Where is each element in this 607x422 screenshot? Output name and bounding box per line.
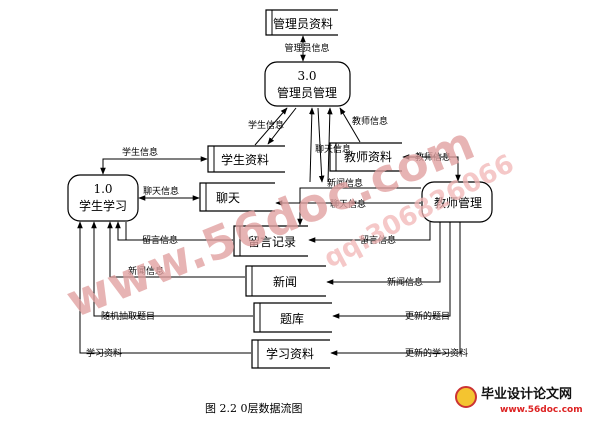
flow-study-data-left bbox=[77, 221, 251, 354]
flow-news-info-left bbox=[107, 221, 245, 278]
site-logo: 毕业设计论文网 www.56doc.com bbox=[455, 386, 583, 415]
label-teacher-info-right: 教师信息 bbox=[415, 151, 451, 163]
process-student-label: 学生学习 bbox=[79, 198, 127, 213]
label-guestbook-info-left: 留言信息 bbox=[142, 234, 178, 246]
store-news-label: 新闻 bbox=[273, 274, 297, 289]
store-teacher-data: 教师资料 bbox=[329, 142, 402, 172]
flow-lines bbox=[77, 35, 461, 356]
label-student-info-top: 学生信息 bbox=[248, 119, 284, 131]
flow-teacher-to-admin bbox=[339, 107, 361, 143]
label-news-info-right: 新闻信息 bbox=[387, 276, 423, 288]
store-question-bank-label: 题库 bbox=[280, 311, 304, 326]
process-teacher-management: 教师管理 bbox=[421, 181, 493, 223]
flow-student-to-admin bbox=[254, 107, 288, 146]
label-news-info-mid: 新闻信息 bbox=[327, 177, 363, 189]
process-admin-management: 3.0 管理员管理 bbox=[264, 61, 351, 107]
flow-updated-question bbox=[332, 222, 451, 319]
flow-labels: 管理员信息 学生信息 教师信息 聊天信息 学生信息 教师信息 聊天信息 新闻信息… bbox=[86, 42, 468, 359]
store-study-data: 学习资料 bbox=[251, 339, 330, 369]
figure-caption: 图 2.2 0层数据流图 bbox=[205, 401, 303, 415]
label-chat-info-left: 聊天信息 bbox=[143, 185, 179, 197]
flow-news-info-mid bbox=[297, 187, 421, 226]
flow-updated-study-data bbox=[330, 222, 461, 356]
flow-admin-to-chat bbox=[317, 107, 325, 183]
process-student-number: 1.0 bbox=[93, 182, 112, 196]
flow-admin-to-student bbox=[267, 107, 297, 145]
flow-guestbook-info-right bbox=[308, 222, 431, 243]
store-chat: 聊天 bbox=[199, 182, 275, 212]
store-admin-data: 管理员资料 bbox=[265, 9, 338, 36]
label-guestbook-info-right: 留言信息 bbox=[360, 234, 396, 246]
process-student-study: 1.0 学生学习 bbox=[67, 174, 139, 222]
logo-url: www.56doc.com bbox=[500, 405, 583, 415]
store-guestbook: 留言记录 bbox=[233, 225, 308, 257]
label-admin-info: 管理员信息 bbox=[284, 42, 329, 54]
process-teacher-label: 教师管理 bbox=[434, 195, 482, 210]
logo-badge-icon bbox=[455, 386, 477, 408]
store-study-data-label: 学习资料 bbox=[266, 346, 314, 361]
store-chat-label: 聊天 bbox=[216, 191, 240, 205]
label-student-info-left: 学生信息 bbox=[122, 146, 158, 158]
process-admin-number: 3.0 bbox=[297, 69, 316, 83]
label-news-info-left: 新闻信息 bbox=[128, 265, 164, 277]
store-student-data-label: 学生资料 bbox=[221, 152, 269, 167]
label-updated-study-data: 更新的学习资料 bbox=[405, 347, 468, 359]
flow-guestbook-info-left bbox=[115, 221, 233, 241]
store-news: 新闻 bbox=[245, 265, 326, 297]
flow-teacher-info-right bbox=[402, 154, 461, 182]
logo-title: 毕业设计论文网 bbox=[481, 386, 572, 402]
store-guestbook-label: 留言记录 bbox=[248, 235, 296, 249]
process-admin-label: 管理员管理 bbox=[277, 85, 337, 100]
label-chat-info-top: 聊天信息 bbox=[315, 143, 351, 155]
label-random-question: 随机抽取题目 bbox=[101, 310, 155, 322]
label-teacher-info-top: 教师信息 bbox=[352, 115, 388, 127]
label-updated-question: 更新的题目 bbox=[405, 310, 450, 322]
store-student-data: 学生资料 bbox=[207, 145, 285, 173]
flow-chat-to-admin bbox=[309, 107, 315, 183]
store-question-bank: 题库 bbox=[253, 302, 332, 333]
flow-random-question bbox=[91, 221, 253, 317]
label-chat-info-right: 聊天信息 bbox=[330, 198, 366, 210]
store-teacher-data-label: 教师资料 bbox=[344, 149, 392, 164]
flow-guestbook-to-admin bbox=[327, 107, 333, 183]
flow-news-info-right bbox=[326, 222, 441, 285]
store-admin-data-label: 管理员资料 bbox=[273, 16, 333, 31]
label-study-data-left: 学习资料 bbox=[86, 347, 122, 359]
flow-student-info-left bbox=[100, 156, 208, 175]
